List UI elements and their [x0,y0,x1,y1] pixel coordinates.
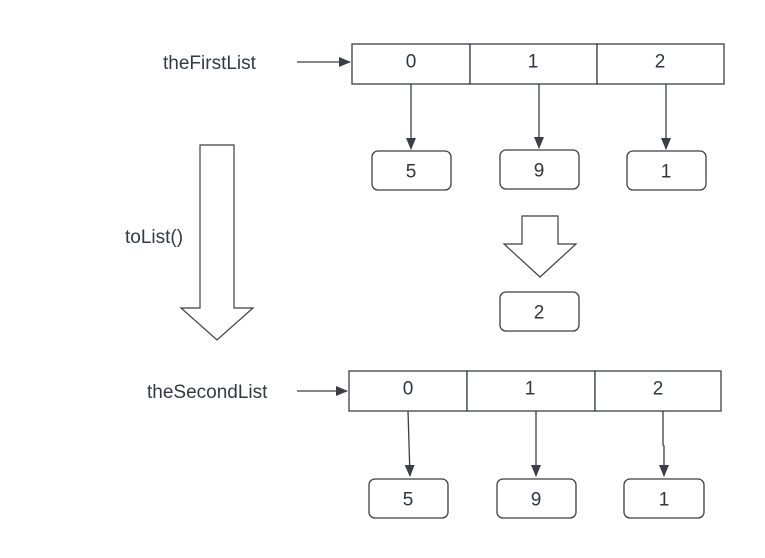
first-list-cell-2 [596,43,725,85]
first-list-value-box-0 [371,150,452,191]
second-list-cell-2 [594,370,722,412]
second-list-index-2: 2 [653,379,664,400]
first-list-index-0: 0 [406,52,417,73]
first-list-value-box-1 [499,149,580,190]
first-list-array: 0 1 2 [351,43,725,85]
tolist-down-arrow [179,144,255,341]
second-list-value-2: 1 [659,490,670,511]
first-list-value-0: 5 [406,162,417,183]
second-list-value-box-1 [496,478,577,519]
second-list-index-1: 1 [525,379,536,400]
first-list-index-1: 1 [528,52,539,73]
second-list-value-box-0 [368,478,449,519]
second-list-index-0: 0 [403,379,414,400]
second-list-ref-arrow-2 [659,411,669,477]
first-list-value-1: 9 [534,161,545,182]
added-value-box [499,291,580,332]
added-value: 2 [534,303,545,324]
second-list-array: 0 1 2 [348,370,722,412]
second-list-value-0: 5 [403,490,414,511]
operation-label: toList() [125,227,183,248]
first-list-label: theFirstList [163,53,257,74]
second-list-value-box-2 [623,478,705,519]
first-list-cell-1 [469,43,598,85]
first-list-index-2: 2 [655,52,666,73]
first-list-value-2: 1 [661,162,672,183]
second-list-label: theSecondList [147,382,268,403]
add-element-down-arrow [502,215,578,278]
second-list-value-1: 9 [531,490,542,511]
first-list-value-box-2 [626,150,707,191]
second-list-ref-arrow-0 [404,410,415,477]
